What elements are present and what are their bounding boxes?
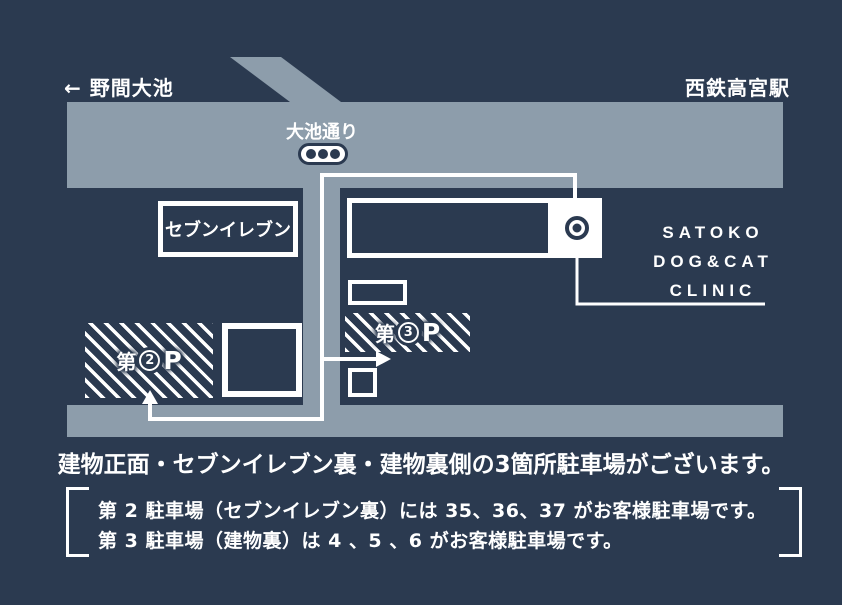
parking2-number-circle: 2	[139, 350, 161, 371]
label-oike-street: 大池通り	[286, 122, 358, 143]
seven-eleven-label: セブンイレブン	[165, 220, 291, 241]
traffic-light-dot	[306, 149, 316, 159]
label-nishitetsu-takamiya-station: 西鉄高宮駅	[685, 76, 790, 100]
parking3-area: 第 3 P	[345, 313, 470, 352]
parking3-note: 第 3 駐車場（建物裏）は 4 、5 、6 がお客様駐車場です。	[98, 530, 623, 552]
parking-headline: 建物正面・セブンイレブン裏・建物裏側の3箇所駐車場がございます。	[57, 452, 785, 478]
building-behind-seven-eleven	[222, 323, 302, 397]
traffic-light-dot	[330, 149, 340, 159]
route-arrow-right-icon	[376, 351, 391, 367]
clinic-name-line2: DOG&CAT	[653, 252, 773, 271]
parking3-p: P	[421, 318, 441, 347]
parking3-dai: 第	[374, 322, 395, 346]
parking3-number-circle: 3	[397, 322, 419, 343]
route-line-main	[148, 173, 577, 421]
clinic-building-body	[352, 203, 548, 253]
traffic-light-icon	[298, 143, 348, 165]
route-arrow-up-icon	[142, 390, 158, 404]
small-building-square	[348, 368, 377, 397]
bracket-right	[779, 487, 802, 557]
clinic-name-line3: CLINIC	[669, 281, 757, 300]
parking2-area: 第 2 P	[85, 323, 213, 398]
clinic-marker-dot	[572, 223, 582, 233]
parking2-note: 第 2 駐車場（セブンイレブン裏）には 35、36、37 がお客様駐車場です。	[98, 500, 767, 522]
clinic-name-line1: SATOKO	[662, 223, 764, 242]
bracket-left	[66, 487, 89, 557]
parking2-dai: 第	[116, 350, 137, 374]
parking2-p: P	[163, 346, 182, 375]
parking2-label: 第 2 P	[116, 346, 181, 375]
label-noma-oike: ← 野間大池	[64, 76, 174, 100]
road-diagonal	[230, 57, 341, 102]
clinic-pointer-line	[575, 238, 765, 306]
clinic-building	[347, 198, 602, 258]
traffic-light-dot	[318, 149, 328, 159]
small-building-rect	[348, 280, 407, 305]
seven-eleven-box: セブンイレブン	[158, 201, 298, 257]
clinic-name: SATOKO DOG&CAT CLINIC	[653, 218, 773, 305]
parking3-label: 第 3 P	[375, 318, 440, 347]
